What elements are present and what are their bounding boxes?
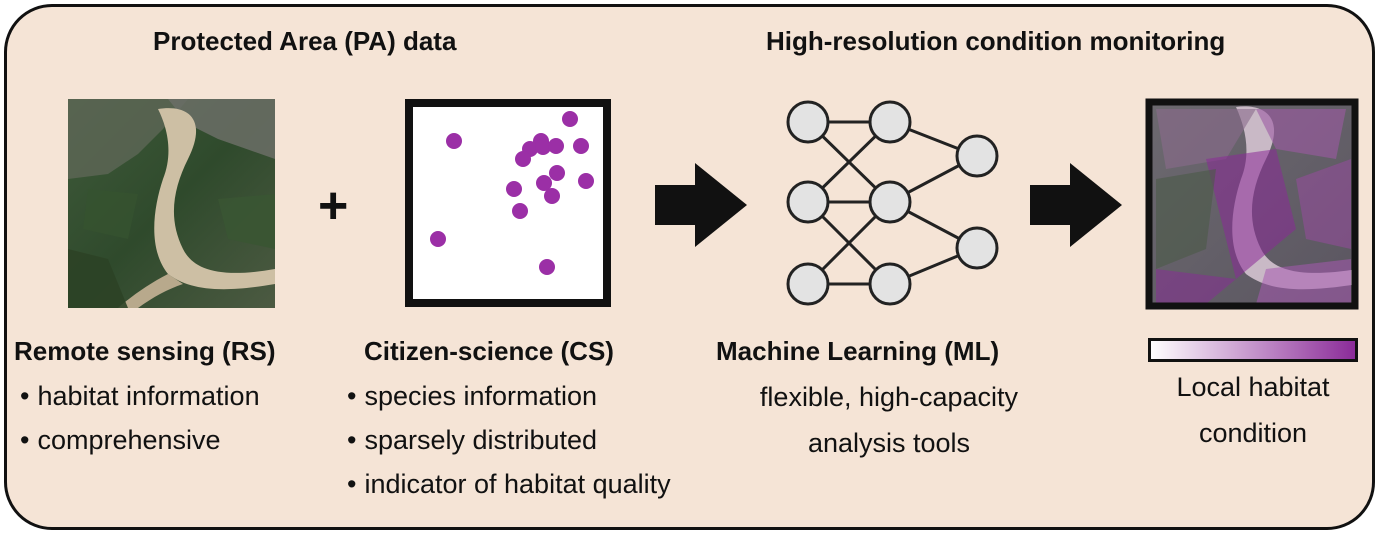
rs-bullet: habitat information: [20, 374, 259, 418]
observation-plot: [405, 99, 611, 307]
plus-symbol: +: [318, 177, 349, 235]
monitoring-heading: High-resolution condition monitoring: [766, 26, 1226, 56]
arrow-right-icon: [655, 163, 747, 247]
rs-title: Remote sensing (RS): [14, 336, 276, 366]
legend-line: Local habitat: [1176, 372, 1330, 402]
ml-line: analysis tools: [807, 428, 971, 458]
rs-bullets: habitat information comprehensive: [20, 374, 260, 462]
satellite-image: [68, 99, 275, 308]
output-node: [955, 226, 999, 270]
ml-title: Machine Learning (ML): [716, 336, 1000, 366]
legend-label: Local habitat condition: [1148, 364, 1358, 456]
legend-line: condition: [1198, 418, 1308, 448]
input-node: [786, 180, 830, 224]
output-node: [955, 134, 999, 178]
observation-point: [536, 175, 552, 191]
observation-point: [549, 165, 565, 181]
observation-point: [544, 188, 560, 204]
cs-bullet: indicator of habitat quality: [347, 462, 670, 506]
cs-bullet: sparsely distributed: [347, 418, 671, 462]
observation-point: [535, 139, 551, 155]
hidden-node: [868, 180, 912, 224]
pa-data-heading: Protected Area (PA) data: [153, 26, 457, 56]
cs-title: Citizen-science (CS): [364, 336, 614, 366]
neural-network-icon: [786, 100, 999, 306]
input-node: [786, 262, 830, 306]
observation-point: [430, 231, 446, 247]
hidden-node: [868, 262, 912, 306]
observation-point: [515, 151, 531, 167]
cs-bullets: species information sparsely distributed…: [347, 374, 671, 506]
ml-description: flexible, high-capacity analysis tools: [716, 374, 1062, 466]
observation-point: [539, 259, 555, 275]
observation-point: [578, 173, 594, 189]
observation-point: [562, 111, 578, 127]
input-node: [786, 100, 830, 144]
arrow-right-icon: [1030, 163, 1122, 247]
condition-colorbar: [1148, 338, 1358, 362]
condition-map-image: [1145, 98, 1359, 310]
observation-point: [512, 203, 528, 219]
cs-bullet: species information: [347, 374, 671, 418]
hidden-node: [868, 100, 912, 144]
observation-point: [548, 138, 564, 154]
rs-bullet: comprehensive: [20, 418, 260, 462]
observation-point: [573, 138, 589, 154]
observation-point: [506, 181, 522, 197]
observation-point: [446, 133, 462, 149]
ml-line: flexible, high-capacity: [759, 382, 1019, 412]
